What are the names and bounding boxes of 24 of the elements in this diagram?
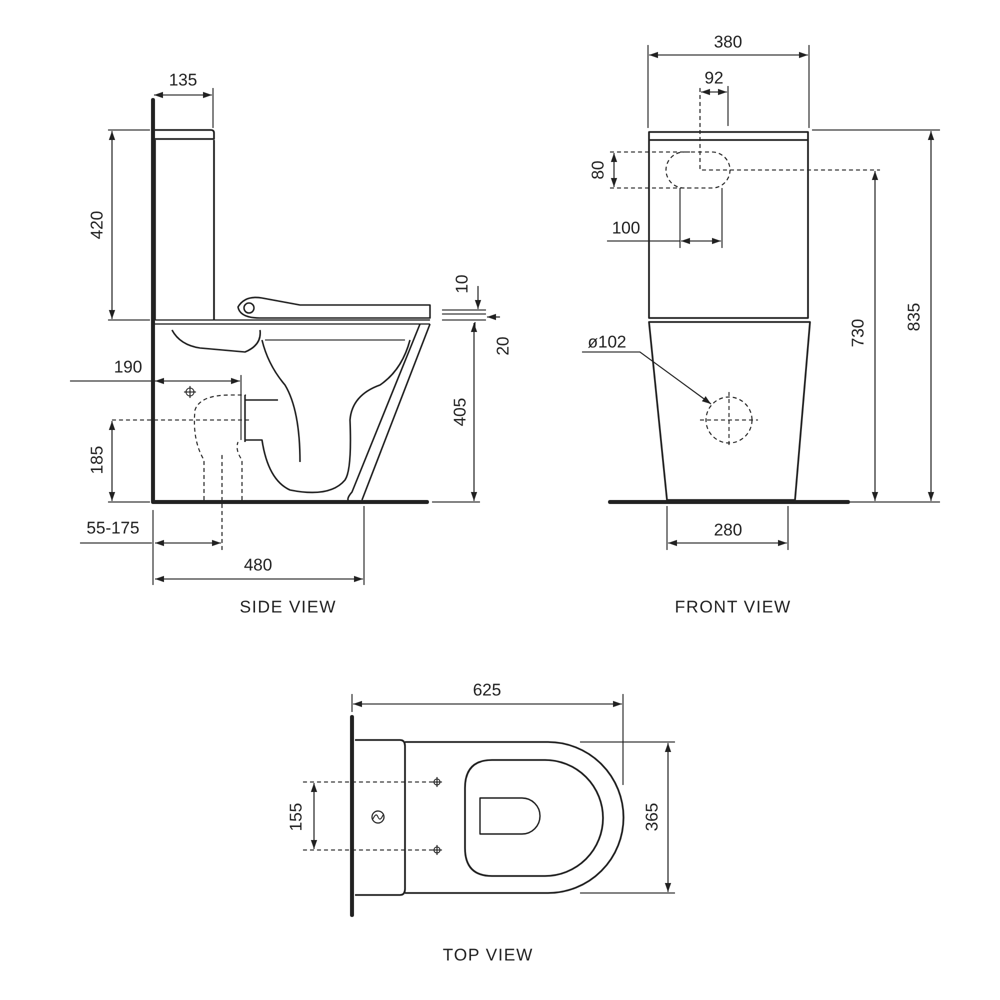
dimension-label: 280 [714,522,742,538]
dimension-label: 625 [472,682,502,698]
dimension-label: 135 [168,72,198,88]
dimension-label: 190 [114,358,142,376]
dimension-label: 365 [644,802,660,832]
view-title: TOP VIEW [442,946,534,964]
dimension-label: 480 [244,556,272,574]
view-title: FRONT VIEW [674,598,792,616]
dimension-label: 100 [612,220,640,236]
dimension-label: 80 [590,160,606,180]
dimension-label: 20 [494,336,512,356]
dimension-label: 420 [88,210,106,240]
dimension-label: 55-175 [86,520,140,536]
dimension-label: 155 [288,802,304,832]
view-title: SIDE VIEW [240,598,336,616]
diameter-label: ø102 [588,334,626,350]
dimension-label: 92 [704,70,724,86]
dimension-label: 380 [714,34,742,50]
dimension-label: 10 [454,274,470,294]
dimension-label: 185 [88,446,106,474]
dimension-label: 835 [906,302,922,332]
dimension-label: 730 [850,318,866,348]
leader-line [582,351,712,404]
dimension-label: 405 [452,398,468,426]
